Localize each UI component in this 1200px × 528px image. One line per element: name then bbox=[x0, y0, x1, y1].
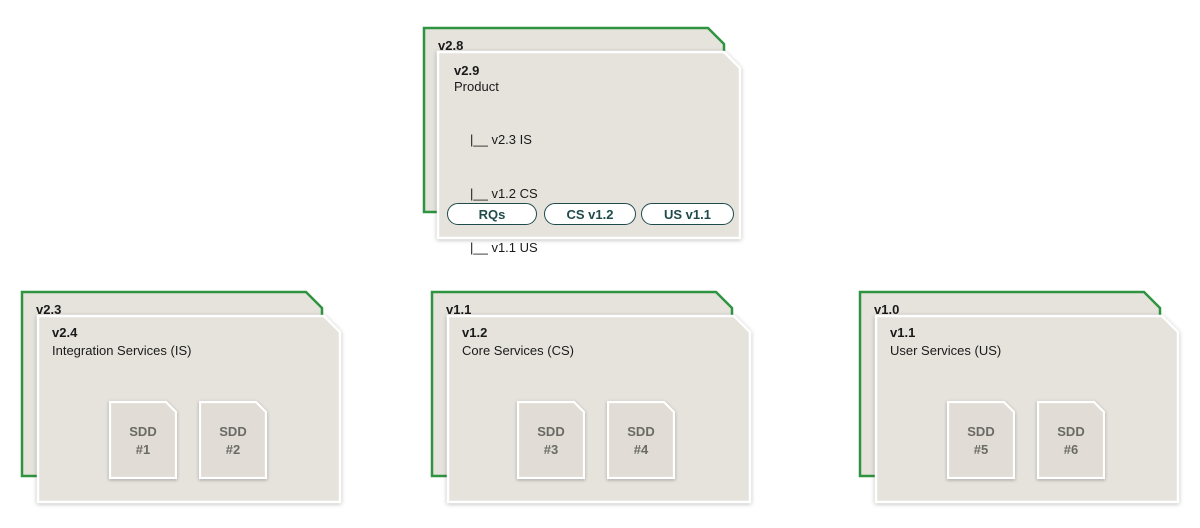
sdd-document-icon[interactable]: SDD #3 bbox=[516, 400, 586, 480]
us-version-button[interactable]: US v1.1 bbox=[641, 203, 734, 225]
rqs-button[interactable]: RQs bbox=[447, 203, 537, 225]
tree-item-us: |__ v1.1 US bbox=[470, 240, 538, 255]
sdd-label: SDD bbox=[219, 424, 247, 439]
cs-version-button[interactable]: CS v1.2 bbox=[544, 203, 636, 225]
user-services-card: v1.0 v1.1 User Services (US) SDD #5 SDD … bbox=[858, 290, 1180, 504]
sdd-document-icon[interactable]: SDD #4 bbox=[606, 400, 676, 480]
sdd-number: #5 bbox=[973, 442, 989, 457]
sdd-number: #2 bbox=[225, 442, 241, 457]
sdd-label: SDD bbox=[129, 424, 157, 439]
us-front-version: v1.1 bbox=[890, 325, 916, 340]
cs-back-version: v1.1 bbox=[446, 302, 472, 317]
sdd-number: #6 bbox=[1063, 442, 1079, 457]
integration-services-card: v2.3 v2.4 Integration Services (IS) SDD … bbox=[20, 290, 342, 504]
cs-front-version: v1.2 bbox=[462, 325, 488, 340]
product-card: v2.8 v2.9 Product |__ v2.3 IS |__ v1.2 C… bbox=[422, 26, 744, 255]
cs-title: Core Services (CS) bbox=[462, 343, 574, 358]
product-front-version: v2.9 bbox=[454, 63, 480, 78]
tree-item-is: |__ v2.3 IS bbox=[470, 132, 532, 147]
sdd-document-icon[interactable]: SDD #6 bbox=[1036, 400, 1106, 480]
sdd-document-icon[interactable]: SDD #2 bbox=[198, 400, 268, 480]
sdd-label: SDD bbox=[967, 424, 995, 439]
sdd-label: SDD bbox=[1057, 424, 1085, 439]
us-title: User Services (US) bbox=[890, 343, 1002, 358]
sdd-number: #4 bbox=[633, 442, 649, 457]
sdd-number: #3 bbox=[543, 442, 559, 457]
sdd-document-icon[interactable]: SDD #5 bbox=[946, 400, 1016, 480]
product-back-version: v2.8 bbox=[438, 38, 464, 53]
product-front-card bbox=[436, 50, 742, 240]
product-tree: |__ v2.3 IS |__ v1.2 CS |__ v1.1 US bbox=[470, 95, 538, 293]
is-title: Integration Services (IS) bbox=[52, 343, 192, 358]
tree-item-cs: |__ v1.2 CS bbox=[470, 186, 538, 201]
sdd-label: SDD bbox=[537, 424, 565, 439]
product-title: Product bbox=[454, 79, 499, 94]
us-back-version: v1.0 bbox=[874, 302, 900, 317]
sdd-label: SDD bbox=[627, 424, 655, 439]
sdd-document-icon[interactable]: SDD #1 bbox=[108, 400, 178, 480]
is-back-version: v2.3 bbox=[36, 302, 62, 317]
core-services-card: v1.1 v1.2 Core Services (CS) SDD #3 SDD … bbox=[430, 290, 752, 504]
sdd-number: #1 bbox=[135, 442, 151, 457]
is-front-version: v2.4 bbox=[52, 325, 78, 340]
